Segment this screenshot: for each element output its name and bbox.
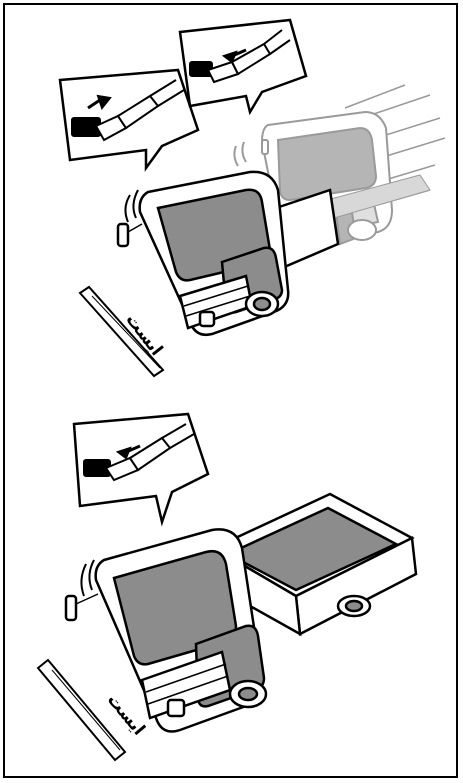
top-panel: ایست <box>60 20 445 376</box>
stop-label-bottom: ایست <box>103 690 149 739</box>
release-callout-top <box>180 20 306 112</box>
truck-bottom <box>66 529 266 731</box>
bottom-panel: ایست <box>38 414 416 760</box>
brake-callout-top <box>60 70 198 168</box>
brake-callout-bottom <box>74 414 208 522</box>
